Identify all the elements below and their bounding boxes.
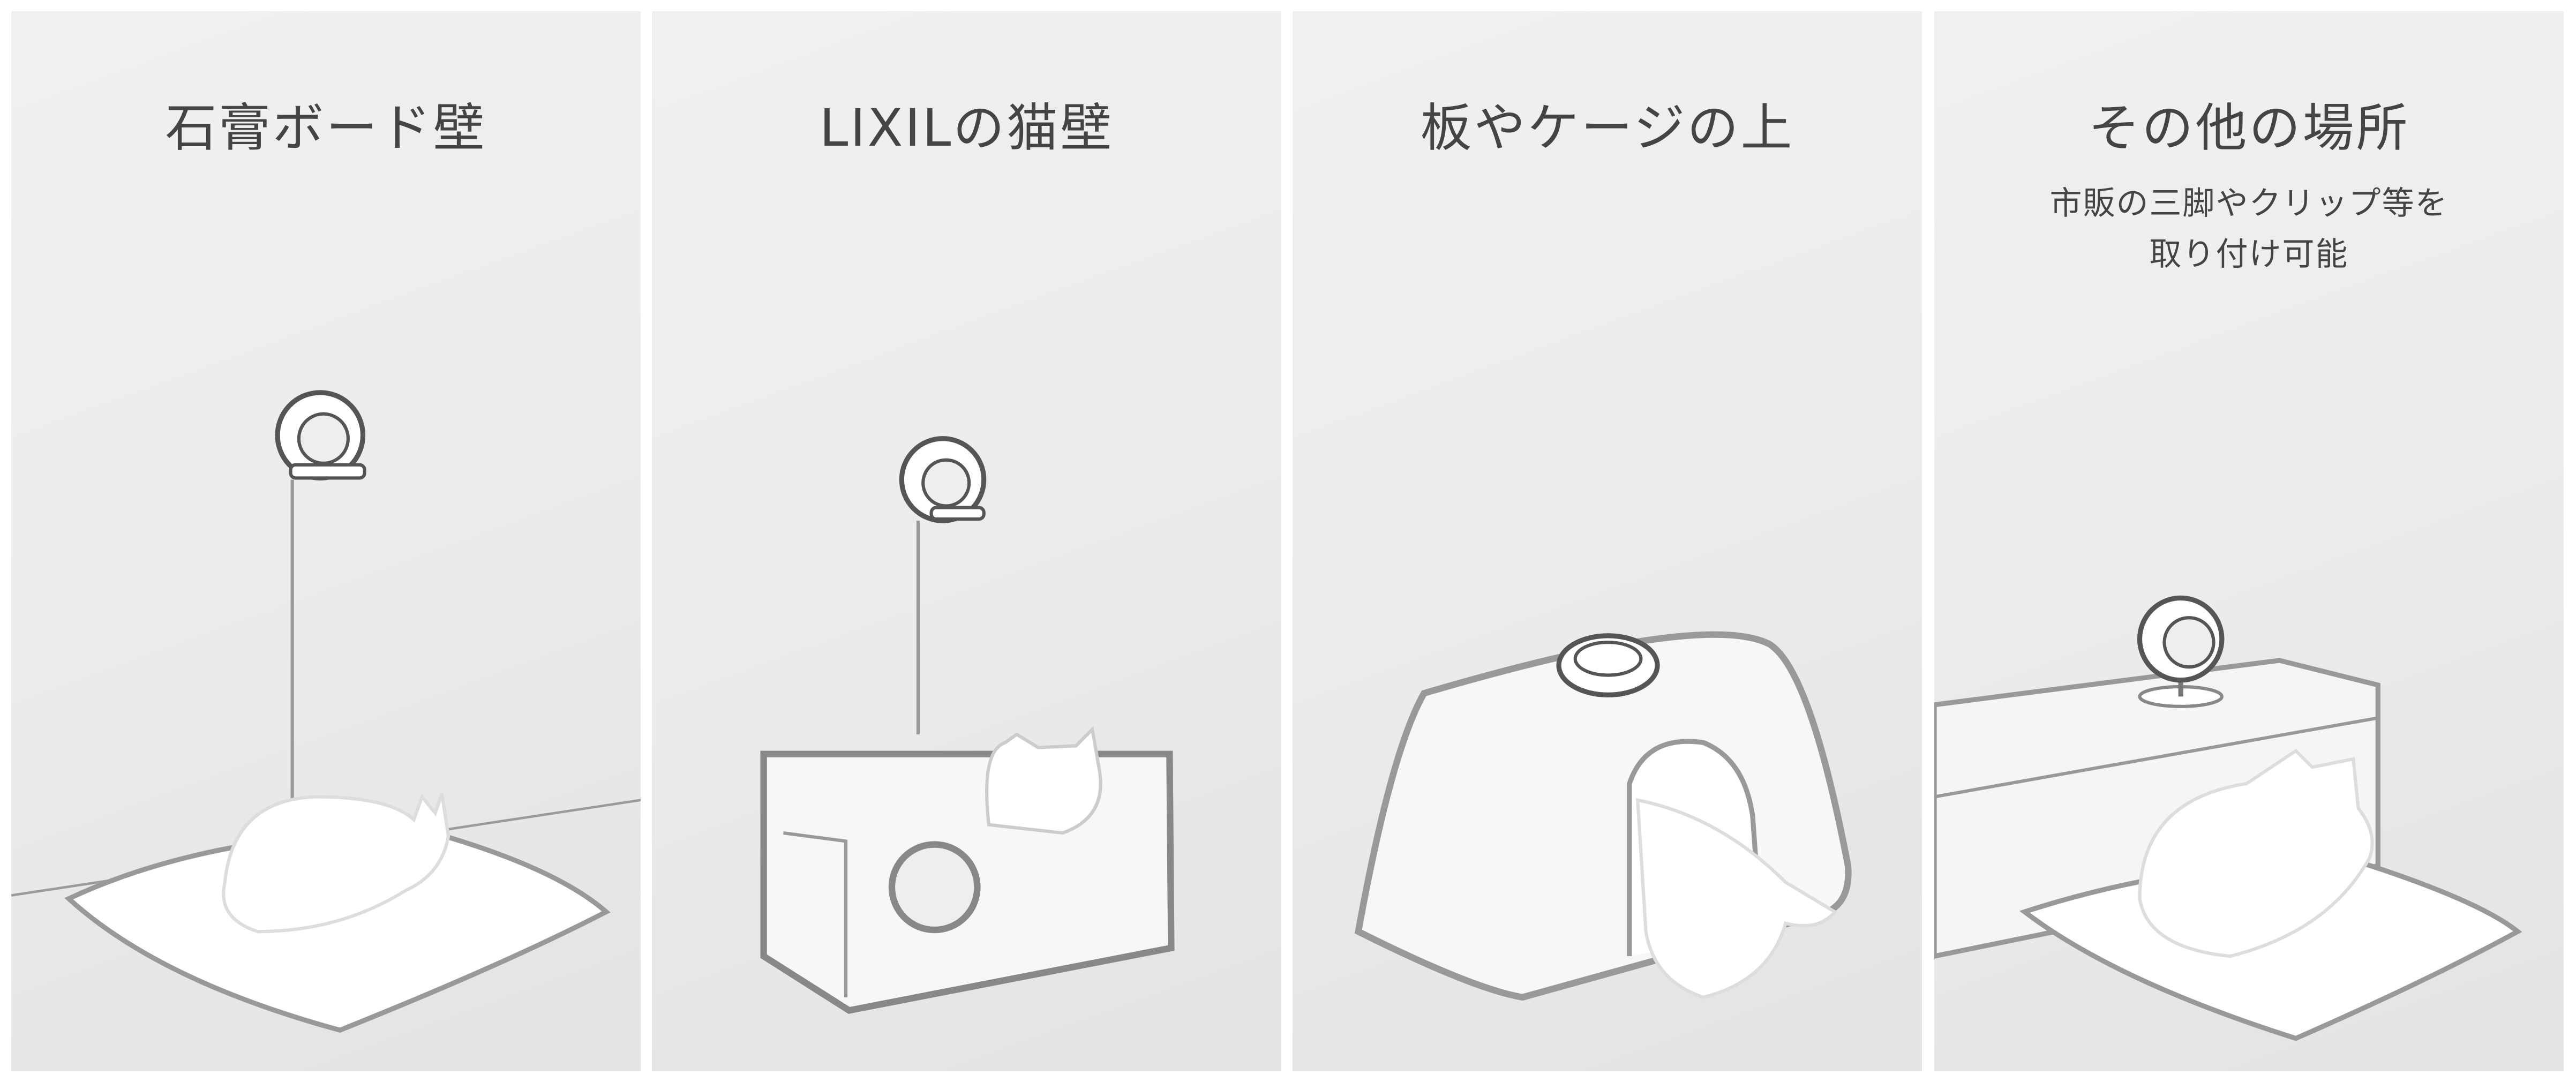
panel-subtitle-line-1: 市販の三脚やクリップ等を	[2049, 185, 2449, 222]
panel-board-or-cage-top: 板やケージの上	[1293, 11, 1922, 1071]
camera-on-stand-icon	[2137, 595, 2225, 708]
board-cage-illustration	[1354, 631, 1852, 1001]
panel-gypsum-board-wall: 石膏ボード壁	[11, 11, 641, 1071]
camera-puck-icon	[1556, 633, 1660, 697]
camera-ring-icon	[275, 390, 366, 480]
panel-title: LIXILの猫壁	[819, 98, 1114, 158]
cat-icon	[1635, 798, 1838, 1000]
camera-ring-icon	[899, 436, 987, 523]
cat-icon	[222, 793, 450, 934]
gypsum-wall-illustration	[11, 390, 641, 1033]
panel-subtitle-line-2: 取り付け可能	[2149, 236, 2349, 273]
panel-title: その他の場所	[2088, 98, 2410, 158]
cat-icon	[985, 726, 1102, 835]
other-locations-illustration	[1934, 595, 2522, 1041]
panel-title: 石膏ボード壁	[165, 98, 487, 158]
cat-wall-box-icon	[760, 750, 1175, 1014]
panel-lixil-cat-wall: LIXILの猫壁	[652, 11, 1281, 1071]
cat-icon	[2138, 748, 2374, 958]
panel-other-locations: その他の場所 市販の三脚やクリップ等を 取り付け可能	[1934, 11, 2564, 1071]
lixil-cat-wall-illustration	[760, 436, 1175, 1014]
panel-title: 板やケージの上	[1420, 98, 1794, 158]
